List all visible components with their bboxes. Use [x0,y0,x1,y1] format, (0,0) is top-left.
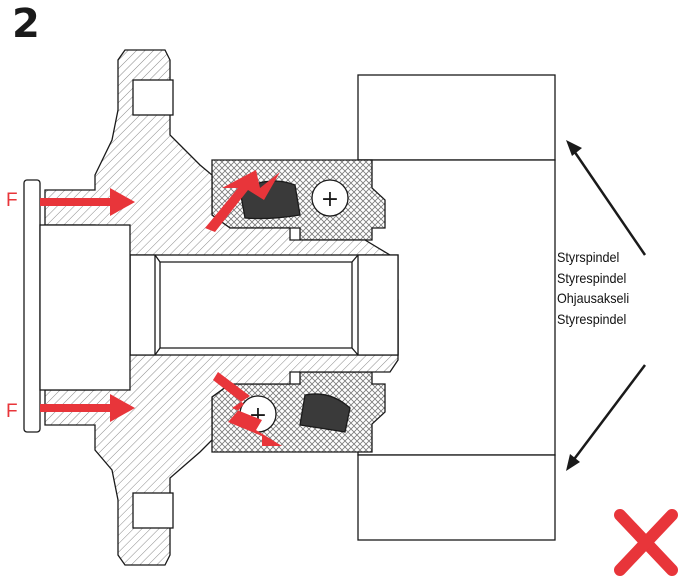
force-label-top: F [6,190,18,211]
roller-lower [299,393,351,433]
part-label: Ohjausakseli [557,290,630,306]
red-cross-icon [614,509,678,576]
ball-upper [311,179,349,217]
force-label-bottom: F [6,401,18,422]
step-number: 2 [12,1,40,47]
knuckle-lower-block [357,454,556,541]
part-label: Styrespindel [557,269,627,286]
part-label: Styrspindel [557,249,620,265]
knuckle-upper-block [357,74,556,161]
force-arrow-bottom-icon [40,394,135,422]
force-arrow-top-icon [40,188,135,216]
pointer-arrows [566,140,647,471]
steering-knuckle [357,74,556,541]
part-labels: Styrspindel Styrespindel Ohjausakseli St… [557,247,685,329]
force-arrows [40,170,282,446]
zigzag-arrow-lower-icon [213,372,282,446]
hub-flange-plate [23,179,131,433]
flange-bolt-hole-bottom [132,492,174,529]
zigzag-arrow-upper-icon [205,170,280,232]
part-label: Styrespindel [557,310,627,327]
wheel-hub [44,49,399,566]
svg-text:+: + [321,187,339,212]
flange-bolt-hole-top [132,79,174,116]
